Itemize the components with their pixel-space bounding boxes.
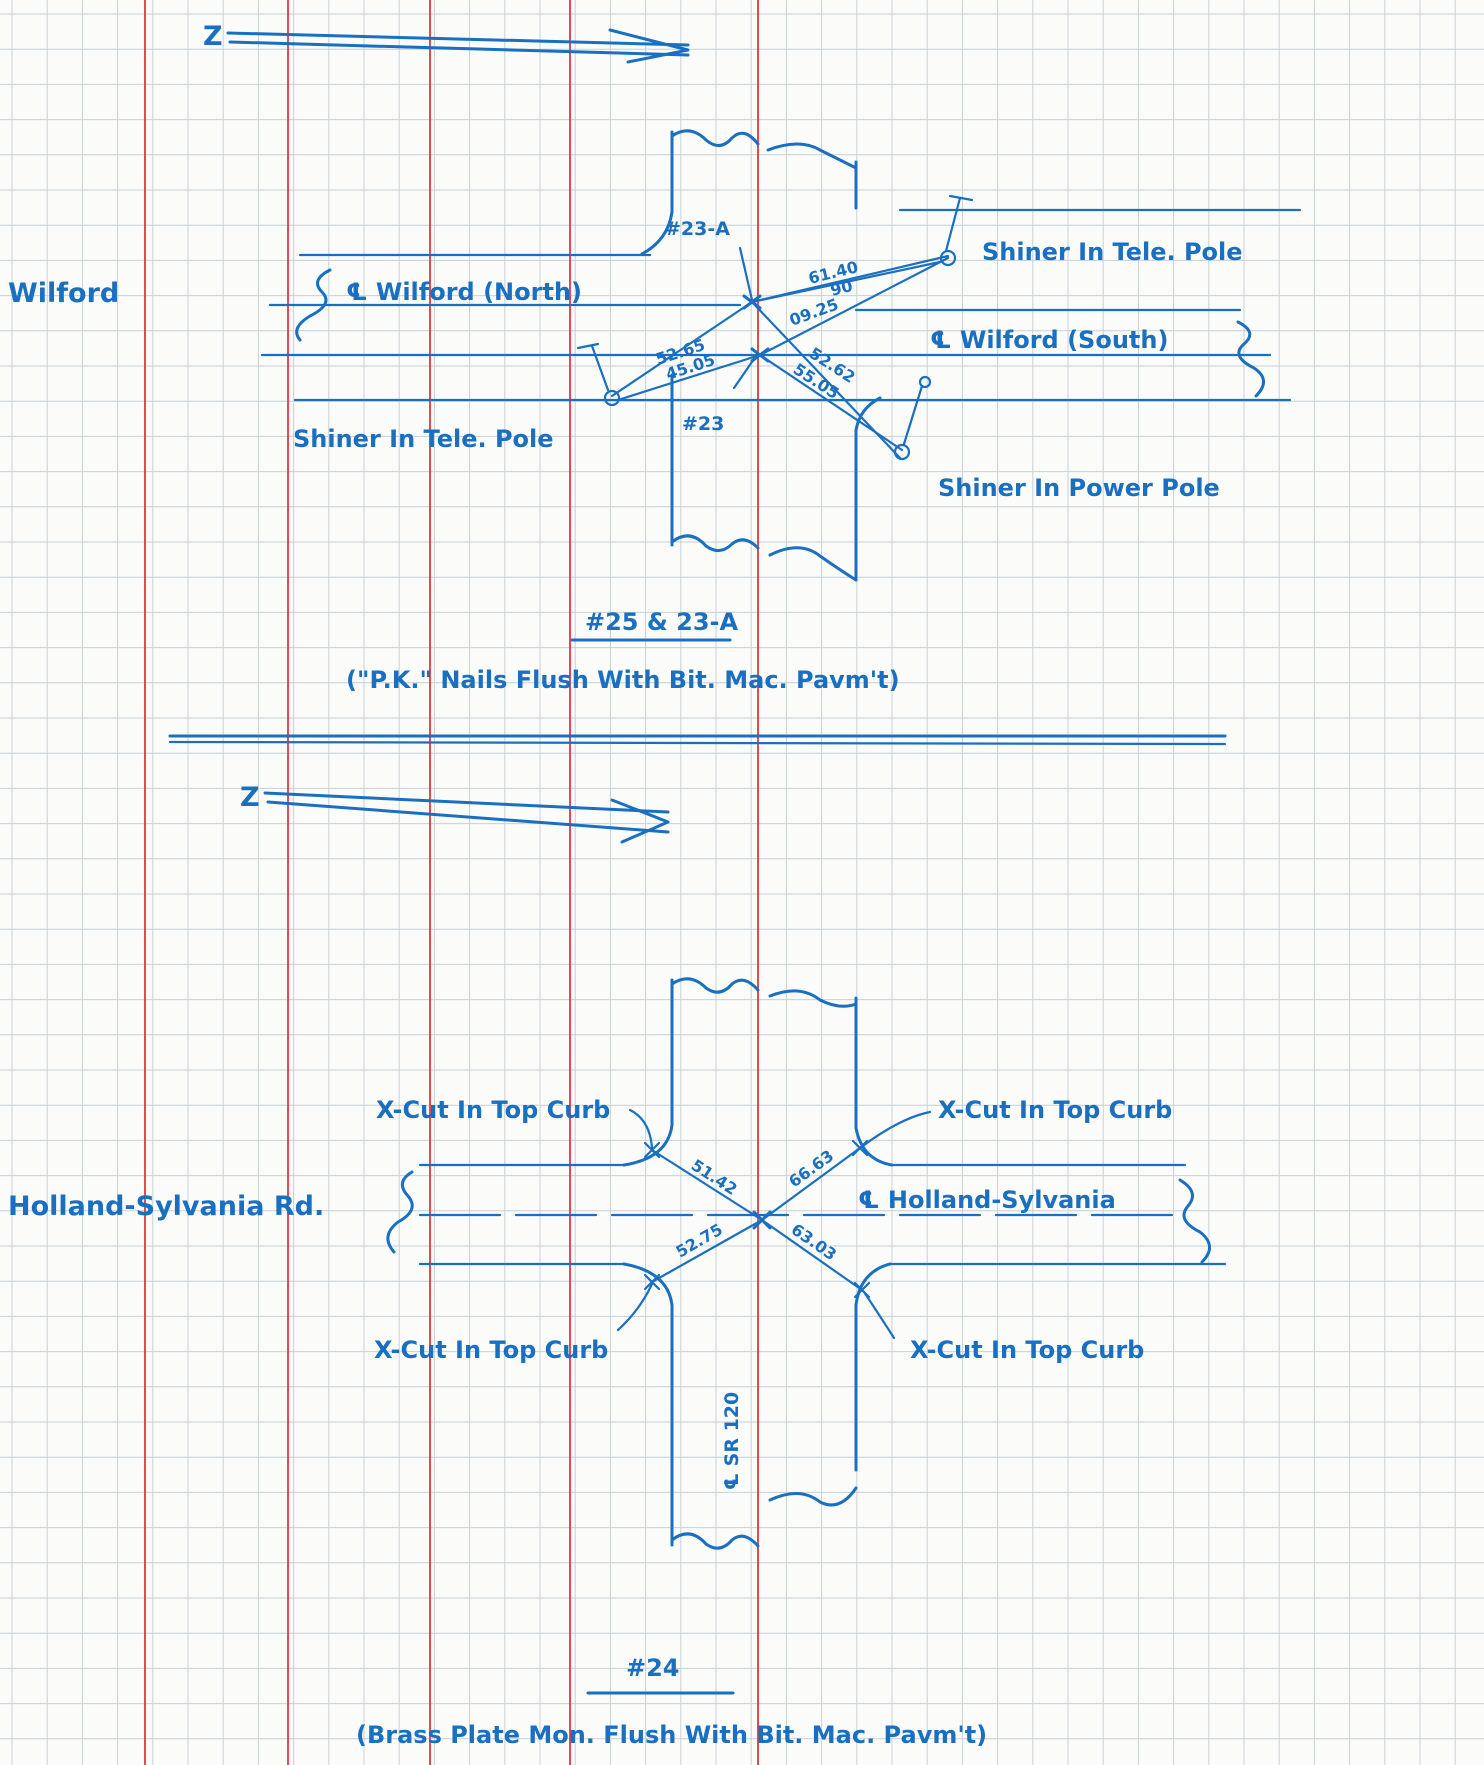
x-mark-icon [750, 347, 770, 363]
north-label: Z [240, 782, 260, 813]
centerline-south-label: ℄ Wilford (South) [930, 326, 1168, 354]
distance-label: 09.25 [787, 295, 841, 330]
tie-lines [650, 1146, 864, 1292]
x-mark-icon [643, 1273, 661, 1291]
xcut-ne-label: X-Cut In Top Curb [938, 1096, 1172, 1124]
break-line [766, 142, 858, 170]
margin-rules [144, 0, 759, 1765]
monument-note: ("P.K." Nails Flush With Bit. Mac. Pavm'… [346, 666, 900, 694]
centerline-north-label: ℄ Wilford (North) [346, 278, 582, 306]
curb-line [622, 1262, 674, 1547]
curb-line [854, 1262, 892, 1472]
north-arrow-icon [263, 791, 670, 844]
leader-line [616, 1282, 654, 1332]
section-divider [168, 740, 1227, 746]
break-line [670, 1532, 760, 1550]
monument-id: #24 [626, 1654, 680, 1682]
centerline-label: ℄ Holland-Sylvania [858, 1186, 1116, 1214]
break-line [670, 977, 760, 994]
pole-marker [893, 375, 932, 461]
break-line [670, 534, 760, 552]
break-line [1178, 1178, 1211, 1264]
curb-line [640, 130, 674, 256]
street-name-label: Wilford [8, 278, 119, 309]
monument-id: #25 & 23-A [585, 608, 739, 636]
xcut-nw-label: X-Cut In Top Curb [376, 1096, 610, 1124]
distance-label: 90 [828, 276, 854, 300]
break-line [768, 546, 858, 582]
leader-line [628, 1108, 654, 1150]
break-line [295, 268, 332, 342]
north-label: Z [203, 21, 223, 52]
north-arrow-icon [226, 28, 690, 64]
x-mark-icon [752, 1210, 772, 1230]
x-mark-icon [742, 294, 762, 310]
leader-line [858, 1110, 932, 1150]
shiner-ne-label: Shiner In Tele. Pole [982, 238, 1243, 266]
street-name-label: Holland-Sylvania Rd. [8, 1191, 324, 1222]
point-23-label: #23 [682, 413, 724, 435]
curb-line [622, 978, 674, 1167]
shiner-w-label: Shiner In Tele. Pole [293, 425, 554, 453]
xcut-se-label: X-Cut In Top Curb [910, 1336, 1144, 1364]
pole-marker [939, 194, 974, 267]
pole-marker [576, 342, 621, 407]
leader-line [862, 1290, 896, 1340]
break-line [386, 1170, 414, 1254]
break-line [670, 129, 760, 147]
x-mark-icon [643, 1141, 661, 1159]
break-line [768, 1486, 858, 1507]
shiner-se-label: Shiner In Power Pole [938, 474, 1220, 502]
curb-line [854, 996, 894, 1167]
cross-centerline-label: ℄ SR 120 [721, 1392, 743, 1490]
monument-note: (Brass Plate Mon. Flush With Bit. Mac. P… [356, 1721, 987, 1749]
bottom-sketch: Z Holland-Sylvania Rd. [8, 782, 1227, 1749]
top-sketch: Z Wilford [8, 21, 1302, 694]
break-line [768, 989, 858, 1008]
break-line [1236, 320, 1265, 398]
xcut-sw-label: X-Cut In Top Curb [374, 1336, 608, 1364]
tie-lines [610, 246, 950, 460]
point-23a-label: #23-A [665, 218, 730, 240]
